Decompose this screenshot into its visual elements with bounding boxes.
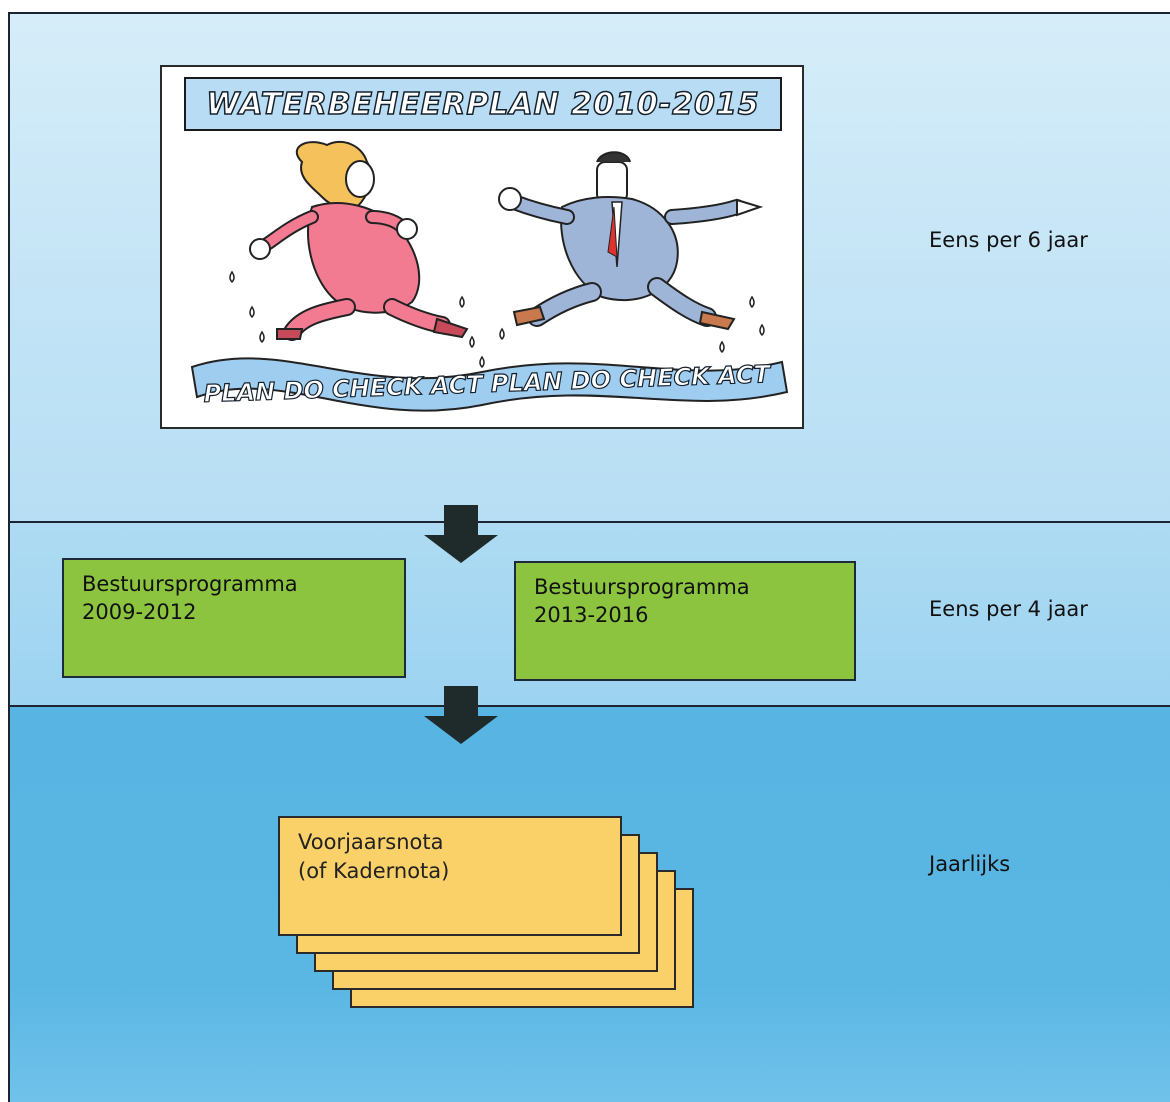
cartoon-title-banner: WATERBEHEERPLAN 2010-2015 — [184, 77, 782, 131]
program-period: 2009-2012 — [82, 600, 197, 624]
pdca-banner-ribbon — [190, 357, 789, 412]
program-box-2013-2016: Bestuursprogramma 2013-2016 — [514, 561, 856, 681]
water-splash-drops — [229, 270, 765, 369]
voorjaarsnota-note: Voorjaarsnota (of Kadernota) — [278, 816, 622, 936]
note-subtitle: (of Kadernota) — [298, 859, 450, 883]
frequency-label-six-yearly: Eens per 6 jaar — [929, 228, 1088, 252]
frame-left-border — [8, 12, 10, 1102]
frequency-label-four-yearly: Eens per 4 jaar — [929, 597, 1088, 621]
cartoon-illustration: PLAN DO CHECK ACT PLAN DO CHECK ACT — [190, 140, 789, 412]
down-arrow-icon — [424, 505, 498, 563]
waterbeheerplan-cartoon: PLAN DO CHECK ACT PLAN DO CHECK ACT WATE… — [160, 65, 804, 429]
program-box-2009-2012: Bestuursprogramma 2009-2012 — [62, 558, 406, 678]
down-arrow-icon — [424, 686, 498, 744]
program-title: Bestuursprogramma — [82, 572, 298, 596]
program-title: Bestuursprogramma — [534, 575, 750, 599]
program-period: 2013-2016 — [534, 603, 649, 627]
frequency-label-yearly: Jaarlijks — [929, 852, 1011, 876]
note-title: Voorjaarsnota — [298, 830, 444, 854]
runner-woman-figure — [249, 140, 469, 341]
runner-man-figure — [498, 151, 764, 331]
